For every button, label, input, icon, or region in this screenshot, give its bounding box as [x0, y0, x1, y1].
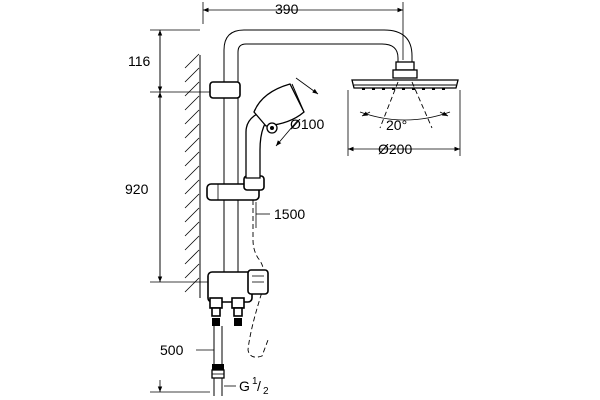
rail-height-label: 920	[125, 181, 149, 197]
inlet-length-label: 500	[160, 342, 184, 358]
supply-pipe	[196, 326, 236, 396]
slider-holder	[206, 175, 265, 201]
head-nozzles	[362, 88, 445, 90]
mixer-valve	[207, 269, 269, 303]
head-shower	[347, 61, 461, 156]
head-shower-diameter-label: Ø200	[378, 141, 412, 157]
upper-wall-bracket	[209, 81, 241, 99]
width-dimension	[202, 2, 404, 60]
hand-shower	[245, 77, 319, 179]
upper-height-label: 116	[128, 53, 151, 69]
shower-hose	[247, 200, 269, 358]
thread-denominator: 2	[263, 386, 269, 397]
width-label: 390	[275, 1, 299, 17]
hand-shower-diameter-label: Ø100	[290, 116, 324, 132]
thread-size-label: G 1 / 2	[239, 376, 269, 397]
thread-prefix: G	[239, 378, 250, 394]
hose-length-label: 1500	[274, 206, 305, 222]
vertical-dimensions	[150, 29, 215, 393]
inlet-connectors	[209, 297, 245, 326]
head-tilt-label: 20°	[386, 117, 407, 133]
shower-arm	[223, 29, 413, 86]
wall-hatching	[184, 53, 200, 293]
thread-numerator: 1	[252, 376, 258, 387]
thread-slash: /	[257, 378, 261, 394]
wall	[184, 53, 201, 298]
